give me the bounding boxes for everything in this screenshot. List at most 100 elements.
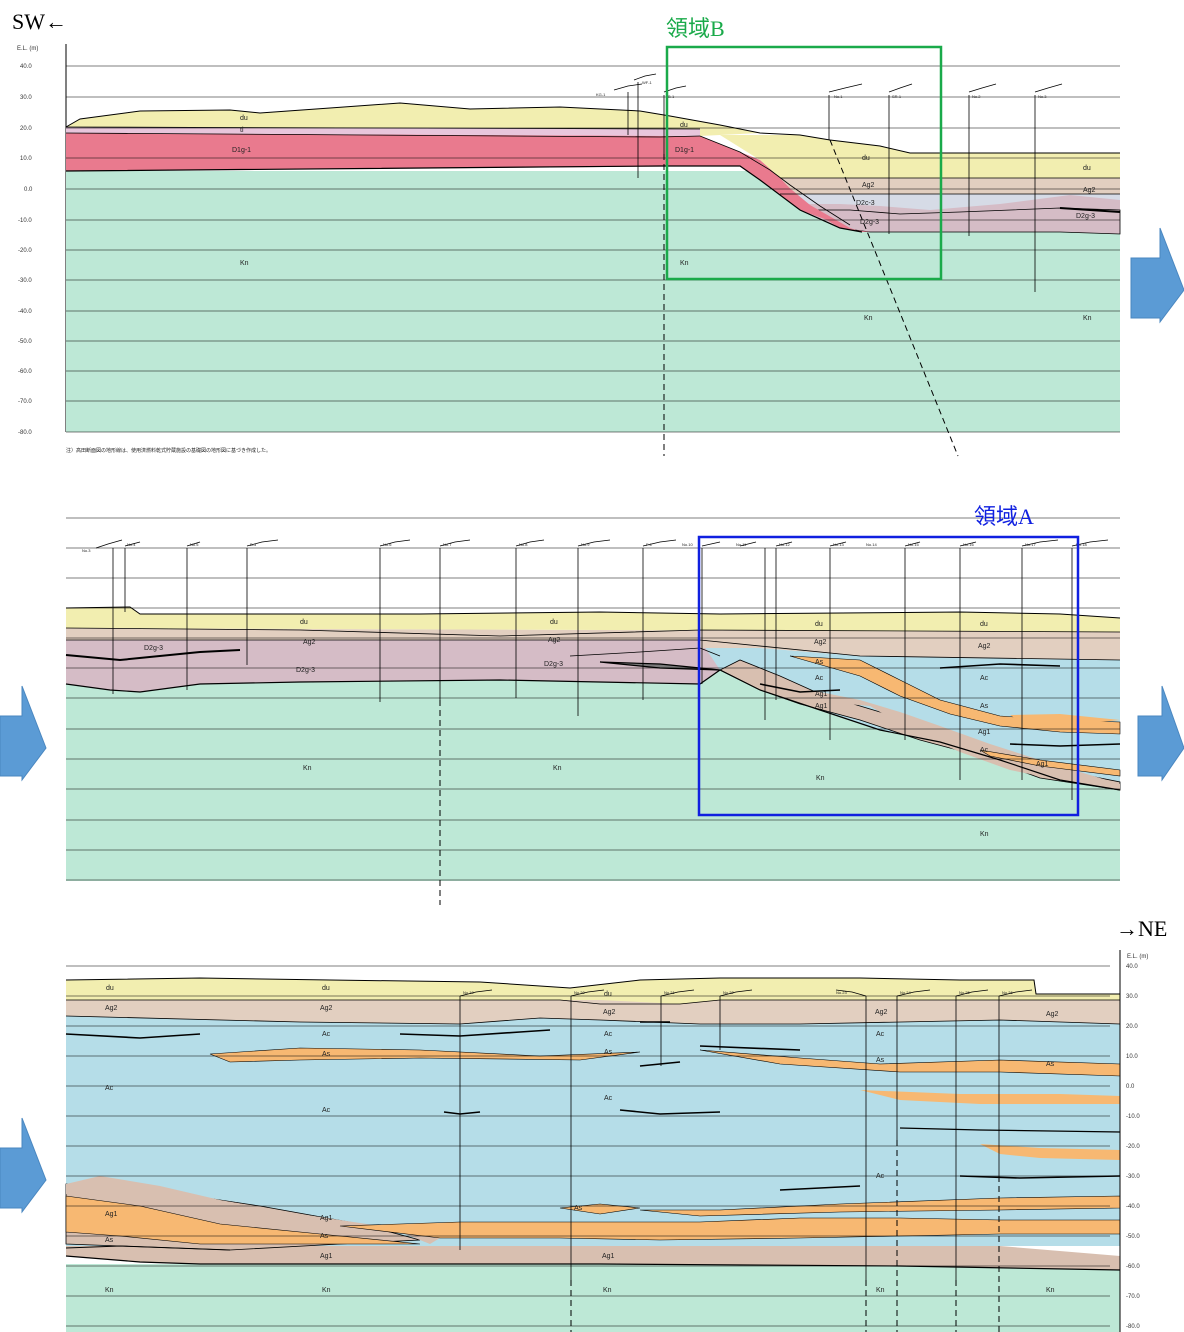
panel3-layer-label: As	[604, 1049, 613, 1056]
panel3-layer-label: Ag1	[320, 1215, 333, 1222]
continue-arrow-icon	[1130, 227, 1184, 324]
panel2-borehole-label: No.18	[1076, 542, 1087, 547]
panel3-layer-label: Ac	[604, 1031, 613, 1038]
panel2-borehole-label: No.9	[581, 542, 590, 547]
panel3-layer-label: du	[604, 991, 612, 998]
panel1-layer-label: Kn	[240, 260, 249, 267]
panel2-borehole-label: No.13	[833, 542, 844, 547]
panel3-tick: -50.0	[1126, 1234, 1140, 1240]
panel2-layer-label: D2g-3	[144, 645, 163, 652]
panel1-layer-label: du	[240, 115, 248, 122]
panel2-borehole-label: No.3	[82, 548, 91, 553]
panel1-borehole-label: No.3	[1038, 94, 1047, 99]
panel2-layer-label: Ac	[980, 747, 989, 754]
direction-sw-label: SW←	[12, 9, 67, 34]
panel1-tick: 40.0	[20, 64, 32, 70]
panel3-layer-label: As	[320, 1233, 329, 1240]
panel2-layer-label: du	[815, 621, 823, 628]
panel2-borehole-label: No.16	[963, 542, 974, 547]
panel3-layer-label: Ag1	[602, 1253, 615, 1260]
continue-arrow-icon	[0, 1117, 47, 1214]
panel3-elevation-unit: E.L. (m)	[1127, 954, 1148, 960]
panel1-layer-label: du	[1083, 165, 1091, 172]
panel3-tick: 0.0	[1126, 1084, 1135, 1090]
panel2-borehole-label: No.11	[736, 542, 747, 547]
panel2-layer-label: D2g-3	[296, 667, 315, 674]
panel3-layer-label: Ac	[322, 1107, 331, 1114]
panel3-layer-label: Kn	[603, 1287, 612, 1294]
panel2-borehole-label: No.14	[866, 542, 877, 547]
panel3-layer-label: As	[1046, 1061, 1055, 1068]
panel3-layer-label: du	[322, 985, 330, 992]
panel3-layer-label: Ac	[876, 1173, 885, 1180]
panel1-tick: 10.0	[20, 156, 32, 162]
panel2-borehole-label: No.12	[779, 542, 790, 547]
panel3-borehole-label: No.19	[463, 990, 474, 995]
section-panel-3: E.L. (m) 40.0 30.0 20.0 10.0 0.0 -10.0 -…	[65, 950, 1148, 1332]
panel2-borehole-label: No.7	[443, 542, 452, 547]
panel2-borehole-label: B-3	[250, 542, 257, 547]
panel3-tick: -30.0	[1126, 1174, 1140, 1180]
section-panel-1: E.L. (m)	[17, 16, 1121, 457]
panel1-layer-label: du	[680, 122, 688, 129]
panel1-borehole-label: No.1	[834, 94, 843, 99]
panel3-layer-label: Kn	[322, 1287, 331, 1294]
panel3-borehole-label: No.24	[900, 990, 911, 995]
panel3-borehole-label: No.23	[836, 990, 847, 995]
panel1-tick: 30.0	[20, 95, 32, 101]
panel2-layer-label: Ag1	[1036, 761, 1049, 768]
panel2-layer-label: Kn	[980, 831, 989, 838]
panel3-tick: 10.0	[1126, 1054, 1138, 1060]
panel3-borehole-label: No.26	[1002, 990, 1013, 995]
panel1-tick: -20.0	[18, 248, 32, 254]
panel3-layer-label: As	[876, 1057, 885, 1064]
panel1-tick: -30.0	[18, 278, 32, 284]
direction-ne-label: →NE	[1116, 916, 1167, 941]
panel1-tick: -40.0	[18, 309, 32, 315]
panel3-layer-label: Ag2	[105, 1005, 118, 1012]
region-a-label: 領域A	[974, 504, 1034, 529]
panel2-borehole-label: No.6	[383, 542, 392, 547]
panel1-tick: 20.0	[20, 126, 32, 132]
panel3-tick: -10.0	[1126, 1114, 1140, 1120]
section-panel-2: No.3 No.4 No.5 B-3 No.6 No.7 No.8 No.9 F…	[65, 504, 1121, 905]
panel2-borehole-label: No.4	[127, 542, 136, 547]
panel2-layer-label: As	[980, 703, 989, 710]
panel1-layer-label: D1g-1	[232, 147, 251, 154]
panel1-layer-label: Kn	[680, 260, 689, 267]
panel1-layer-label: D1g-1	[675, 147, 694, 154]
panel3-layer-label: Ac	[105, 1085, 114, 1092]
panel3-tick: 40.0	[1126, 964, 1138, 970]
panel3-layer-label: As	[322, 1051, 331, 1058]
panel3-tick: 20.0	[1126, 1024, 1138, 1030]
panel2-layer-label: Ag2	[548, 637, 561, 644]
panel2-borehole-label: No.10	[682, 542, 693, 547]
panel3-layer-label: Ac	[604, 1095, 613, 1102]
panel3-tick: -60.0	[1126, 1264, 1140, 1270]
panel1-footnote: 注）高田断面図の地形線は、使用済燃料乾式貯蔵施設の基礎図の地形図に基づき作成した…	[66, 447, 271, 454]
panel3-tick: -80.0	[1126, 1324, 1140, 1330]
panel2-layer-label: Kn	[303, 765, 312, 772]
panel3-borehole-label: No.22	[723, 990, 734, 995]
panel3-layer-label: Ag1	[105, 1211, 118, 1218]
panel2-layer-label: Ac	[815, 675, 824, 682]
panel3-borehole-label: No.21	[664, 990, 675, 995]
panel2-layer-label: du	[980, 621, 988, 628]
panel3-tick: 30.0	[1126, 994, 1138, 1000]
panel2-layer-label: Kn	[553, 765, 562, 772]
panel3-layer-label: As	[105, 1237, 114, 1244]
panel3-layer-label: Ag1	[320, 1253, 333, 1260]
panel2-layer-label: Kn	[816, 775, 825, 782]
panel3-borehole-label: No.25	[959, 990, 970, 995]
panel2-borehole-label: No.8	[519, 542, 528, 547]
panel1-layer-label: D2g-3	[860, 219, 879, 226]
panel1-borehole-label: KG-1	[596, 92, 606, 97]
panel3-layer-label: Ag2	[320, 1005, 333, 1012]
panel2-layer-label: Ag2	[303, 639, 316, 646]
panel1-tick: -70.0	[18, 399, 32, 405]
panel3-layer-label: du	[106, 985, 114, 992]
panel2-layer-label: du	[300, 619, 308, 626]
panel2-layer-label: Ag1	[815, 691, 828, 698]
region-b-box	[665, 45, 943, 281]
